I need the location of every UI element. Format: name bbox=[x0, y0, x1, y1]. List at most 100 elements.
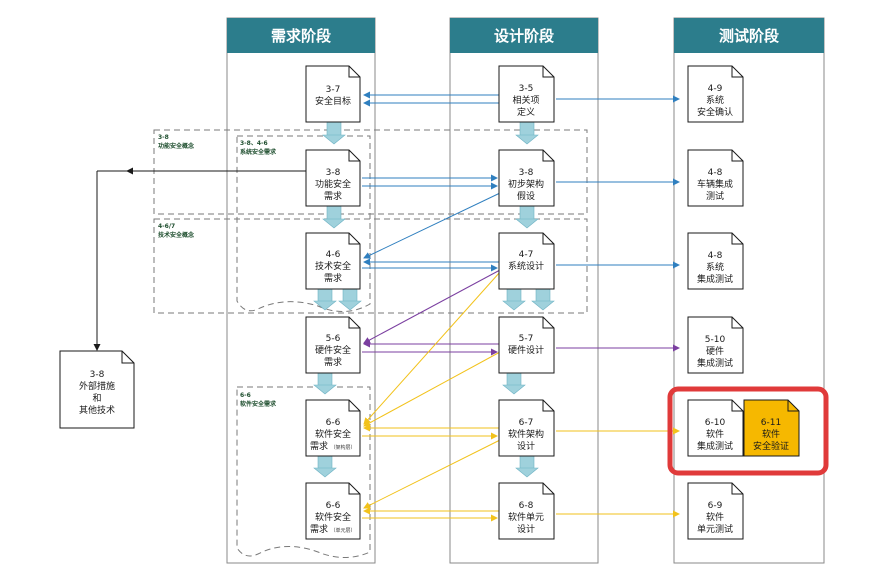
group-label-system-requirements-id: 3-8、4-6 bbox=[240, 140, 268, 147]
yellow-trace-arrows bbox=[362, 271, 680, 522]
phase-title-requirements: 需求阶段 bbox=[271, 27, 331, 45]
doc-title-line2: 测试 bbox=[706, 190, 724, 202]
doc-hardware-integration-test[interactable]: 5-10 硬件 集成测试 bbox=[687, 316, 744, 374]
group-technical-concept: 4-6/7 技术安全概念 bbox=[153, 218, 588, 314]
group-label-technical-concept: 技术安全概念 bbox=[158, 231, 194, 239]
doc-software-unit-test[interactable]: 6-9 软件 单元测试 bbox=[687, 482, 744, 540]
phase-header-test bbox=[674, 18, 824, 53]
group-label-system-requirements: 系统安全需求 bbox=[240, 148, 277, 156]
doc-id: 6-11 bbox=[761, 418, 781, 428]
doc-system-integration-test[interactable]: 4-8 系统 集成测试 bbox=[687, 232, 744, 290]
doc-vehicle-integration-test[interactable]: 4-8 车辆集成 测试 bbox=[687, 149, 744, 207]
doc-id: 6-6 bbox=[326, 501, 341, 511]
doc-title: 软件安全 bbox=[315, 428, 351, 440]
doc-title: 系统 bbox=[706, 261, 724, 273]
doc-title-line2: 安全确认 bbox=[697, 106, 733, 118]
doc-id: 3-8 bbox=[90, 370, 105, 380]
doc-title-line2: 假设 bbox=[517, 191, 535, 202]
doc-id: 4-9 bbox=[708, 84, 723, 94]
doc-hardware-safety-requirements[interactable]: 5-6 硬件安全 需求 bbox=[305, 316, 361, 374]
doc-title-line2: 需求 bbox=[324, 272, 342, 284]
doc-note: （架构层） bbox=[330, 444, 355, 451]
doc-id: 5-10 bbox=[705, 335, 726, 345]
doc-title: 系统 bbox=[706, 94, 724, 106]
highlight-box bbox=[667, 386, 829, 476]
group-system-requirements: 3-8、4-6 系统安全需求 bbox=[236, 135, 371, 312]
doc-title: 系统设计 bbox=[508, 260, 544, 272]
doc-id: 4-6 bbox=[326, 250, 341, 260]
doc-functional-safety-requirements[interactable]: 3-8 功能安全 需求 bbox=[305, 149, 361, 207]
doc-title: 初步架构 bbox=[508, 178, 544, 190]
doc-safety-goal[interactable]: 3-7 安全目标 bbox=[305, 65, 361, 123]
group-label-functional-concept-id: 3-8 bbox=[158, 134, 169, 141]
doc-title: 技术安全 bbox=[315, 260, 351, 272]
group-software-requirements: 6-6 软件安全需求 bbox=[236, 386, 371, 558]
doc-title: 硬件 bbox=[706, 345, 724, 357]
doc-title: 软件 bbox=[706, 511, 724, 523]
doc-title-line2: 需求 bbox=[310, 523, 328, 535]
doc-id: 5-6 bbox=[326, 334, 341, 344]
blue-trace-arrows bbox=[362, 91, 680, 272]
doc-title: 车辆集成 bbox=[697, 178, 733, 190]
doc-title: 安全目标 bbox=[315, 95, 351, 107]
purple-trace-arrows bbox=[362, 269, 680, 356]
phase-column-design: 设计阶段 bbox=[449, 17, 599, 564]
doc-title-line2: 集成测试 bbox=[697, 440, 733, 452]
doc-title: 功能安全 bbox=[315, 178, 351, 190]
phase-title-test: 测试阶段 bbox=[719, 27, 779, 45]
doc-title: 软件 bbox=[762, 428, 780, 440]
doc-id: 4-8 bbox=[708, 168, 723, 178]
doc-id: 6-7 bbox=[519, 418, 534, 428]
phase-column-test: 测试阶段 bbox=[673, 17, 825, 564]
doc-technical-safety-requirements[interactable]: 4-6 技术安全 需求 bbox=[305, 232, 361, 290]
doc-title: 软件 bbox=[706, 428, 724, 440]
group-label-technical-concept-id: 4-6/7 bbox=[158, 223, 175, 230]
doc-id: 3-8 bbox=[519, 168, 534, 178]
doc-title-line2: 和 bbox=[92, 393, 101, 404]
doc-title-line2: 设计 bbox=[517, 523, 535, 535]
doc-title-line2: 需求 bbox=[310, 440, 328, 452]
doc-id: 5-7 bbox=[519, 334, 534, 344]
doc-external-measures[interactable]: 3-8 外部措施 和 其他技术 bbox=[59, 350, 135, 429]
doc-safety-validation[interactable]: 4-9 系统 安全确认 bbox=[687, 65, 744, 123]
doc-title-line2: 设计 bbox=[517, 440, 535, 452]
group-label-software-requirements: 软件安全需求 bbox=[240, 400, 277, 408]
doc-title-line2: 集成测试 bbox=[697, 273, 733, 285]
doc-software-architecture-design[interactable]: 6-7 软件架构 设计 bbox=[498, 399, 555, 457]
group-label-functional-concept: 功能安全概念 bbox=[158, 142, 194, 150]
doc-id: 6-10 bbox=[705, 418, 726, 428]
doc-title-line2: 安全验证 bbox=[753, 440, 789, 452]
doc-software-safety-requirements-arch[interactable]: 6-6 软件安全 需求 （架构层） bbox=[305, 399, 361, 457]
doc-title: 软件安全 bbox=[315, 511, 351, 523]
doc-software-unit-design[interactable]: 6-8 软件单元 设计 bbox=[498, 482, 555, 540]
phase-column-requirements: 需求阶段 bbox=[226, 17, 376, 564]
doc-title: 软件架构 bbox=[508, 428, 544, 440]
doc-title-line3: 其他技术 bbox=[79, 404, 115, 416]
doc-title-line2: 单元测试 bbox=[697, 523, 733, 535]
doc-title-line2: 定义 bbox=[517, 106, 535, 118]
doc-id: 6-8 bbox=[519, 501, 534, 511]
doc-item-definition[interactable]: 3-5 相关项 定义 bbox=[498, 65, 555, 123]
doc-title: 相关项 bbox=[512, 94, 539, 106]
doc-preliminary-architecture[interactable]: 3-8 初步架构 假设 bbox=[498, 149, 555, 207]
doc-system-design[interactable]: 4-7 系统设计 bbox=[498, 232, 555, 290]
doc-software-integration-test[interactable]: 6-10 软件 集成测试 bbox=[687, 399, 744, 457]
doc-title-line2: 需求 bbox=[324, 356, 342, 368]
doc-title-line2: 集成测试 bbox=[697, 357, 733, 369]
doc-id: 4-7 bbox=[519, 250, 534, 260]
doc-hardware-design[interactable]: 5-7 硬件设计 bbox=[498, 316, 555, 374]
external-connector bbox=[93, 167, 310, 351]
phase-header-design bbox=[450, 18, 598, 53]
doc-software-safety-verification[interactable]: 6-11 软件 安全验证 bbox=[743, 399, 800, 457]
group-label-software-requirements-id: 6-6 bbox=[240, 392, 251, 399]
doc-note: （单元层） bbox=[330, 527, 355, 534]
doc-software-safety-requirements-unit[interactable]: 6-6 软件安全 需求 （单元层） bbox=[305, 482, 361, 540]
doc-id: 6-9 bbox=[708, 501, 723, 511]
doc-id: 3-8 bbox=[326, 168, 341, 178]
doc-title-line2: 需求 bbox=[324, 190, 342, 202]
doc-id: 4-8 bbox=[708, 251, 723, 261]
doc-id: 3-7 bbox=[326, 85, 341, 95]
doc-id: 6-6 bbox=[326, 418, 341, 428]
doc-id: 3-5 bbox=[519, 84, 534, 94]
